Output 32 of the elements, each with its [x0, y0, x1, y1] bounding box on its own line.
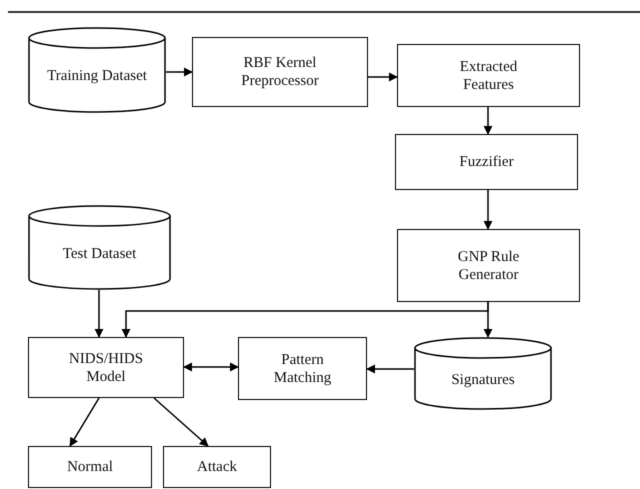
- process-box: [28, 446, 152, 488]
- process-box: [192, 37, 368, 107]
- arrow: [484, 107, 492, 135]
- node-label: Training Dataset: [47, 67, 147, 85]
- node-label: GNP Rule Generator: [456, 248, 520, 284]
- process-box: [395, 134, 578, 190]
- arrow: [94, 290, 104, 338]
- node-label: Fuzzifier: [459, 153, 514, 171]
- process-box: [238, 337, 367, 400]
- arrow: [69, 398, 100, 447]
- arrow: [366, 364, 414, 374]
- arrow: [154, 397, 209, 447]
- process-box: [397, 44, 580, 107]
- node-label: Signatures: [451, 370, 515, 388]
- arrow: [368, 72, 398, 82]
- node-label: Pattern Matching: [272, 350, 332, 386]
- node-label: Normal: [67, 458, 113, 476]
- process-box: [28, 337, 184, 398]
- arrow: [122, 302, 489, 338]
- database-cylinder: [414, 337, 552, 410]
- node-label: Attack: [197, 458, 237, 476]
- database-cylinder: [28, 205, 171, 290]
- node-label: RBF Kernel Preprocessor: [240, 54, 320, 90]
- node-label: Extracted Features: [458, 58, 518, 94]
- node-label: NIDS/HIDS Model: [68, 350, 144, 386]
- arrow: [166, 68, 193, 76]
- arrow: [183, 362, 239, 372]
- process-box: [163, 446, 271, 488]
- database-cylinder: [28, 27, 166, 113]
- process-box: [397, 229, 580, 302]
- arrow: [484, 190, 492, 230]
- node-label: Test Dataset: [62, 244, 136, 262]
